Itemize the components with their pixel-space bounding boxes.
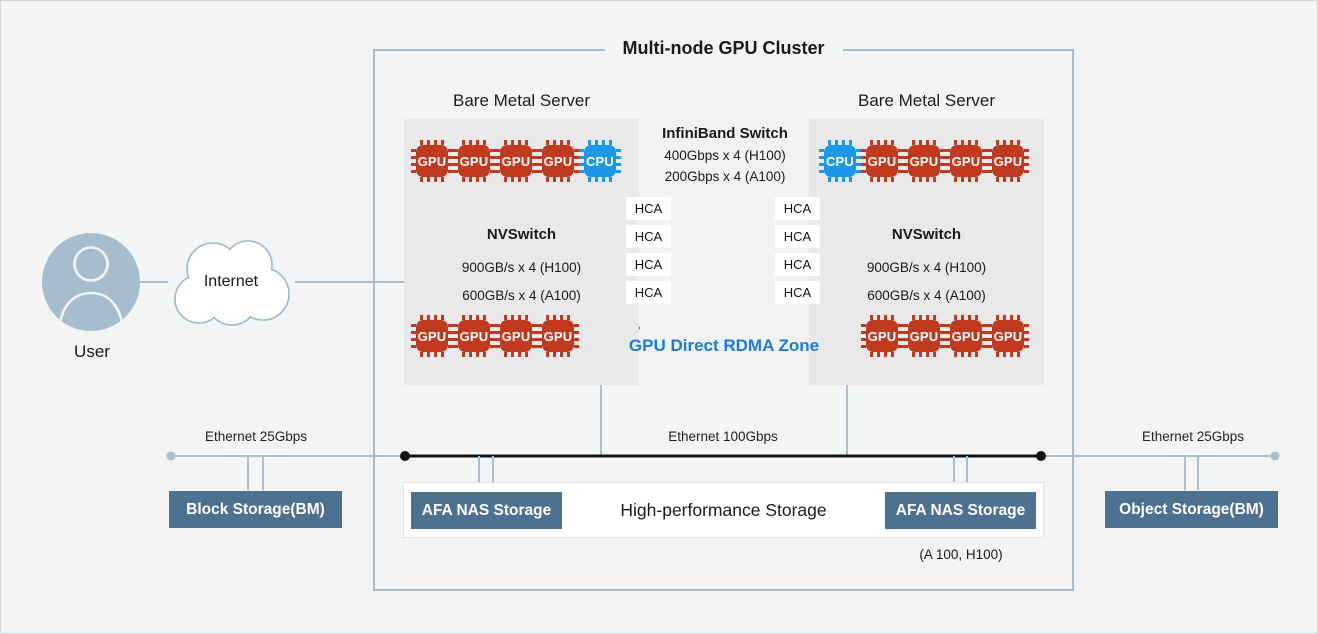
gpu-chip: GPU xyxy=(411,140,453,182)
internet-cloud-icon xyxy=(174,240,290,326)
cluster-title: Multi-node GPU Cluster xyxy=(604,38,843,59)
gpu-chip: GPU xyxy=(987,315,1029,357)
gpu-chip: GPU xyxy=(453,140,495,182)
cpu-chip: CPU xyxy=(579,140,621,182)
gpu-chip: GPU xyxy=(945,140,987,182)
chip-row: CPU GPU GPU GPU GPU xyxy=(819,140,1029,182)
storage-note: (A 100, H100) xyxy=(919,547,1003,562)
chip-row: GPU GPU GPU GPU xyxy=(861,315,1029,357)
nvswitch-left-title: NVSwitch xyxy=(486,226,557,243)
gpu-chip: GPU xyxy=(495,140,537,182)
infiniband-zone xyxy=(640,119,809,385)
gpu-chip: GPU xyxy=(411,315,453,357)
afa-nas-storage-right-box: AFA NAS Storage xyxy=(885,492,1036,529)
nvswitch-right-speed1: 900GB/s x 4 (H100) xyxy=(866,260,987,275)
gpu-chip: GPU xyxy=(537,140,579,182)
rdma-zone-label: GPU Direct RDMA Zone xyxy=(628,336,820,355)
nvswitch-left-speed1: 900GB/s x 4 (H100) xyxy=(461,260,582,275)
ethernet-100g-label: Ethernet 100Gbps xyxy=(668,429,778,444)
ethernet-endpoint-dot xyxy=(1270,451,1280,461)
ethernet-25g-right-label: Ethernet 25Gbps xyxy=(1141,429,1245,444)
hca-box: HCA xyxy=(626,281,671,304)
nvswitch-right-speed2: 600GB/s x 4 (A100) xyxy=(867,288,986,303)
object-storage-box: Object Storage(BM) xyxy=(1105,491,1278,528)
gpu-chip: GPU xyxy=(537,315,579,357)
user-avatar-icon xyxy=(42,233,140,331)
infiniband-speed1: 400Gbps x 4 (H100) xyxy=(664,148,786,163)
chip-row: GPU GPU GPU GPU CPU xyxy=(411,140,621,182)
gpu-chip: GPU xyxy=(861,140,903,182)
hca-box: HCA xyxy=(775,225,820,248)
chip-row: GPU GPU GPU GPU xyxy=(411,315,579,357)
hca-box: HCA xyxy=(775,197,820,220)
gpu-chip: GPU xyxy=(945,315,987,357)
server-left-title: Bare Metal Server xyxy=(453,91,590,110)
nvswitch-right-title: NVSwitch xyxy=(891,226,962,243)
afa-nas-storage-left-box: AFA NAS Storage xyxy=(411,492,562,529)
cpu-chip: CPU xyxy=(819,140,861,182)
ethernet-25g-left-label: Ethernet 25Gbps xyxy=(204,429,308,444)
internet-label: Internet xyxy=(203,273,259,290)
hca-box: HCA xyxy=(775,253,820,276)
hca-box: HCA xyxy=(626,225,671,248)
hca-box: HCA xyxy=(626,197,671,220)
high-performance-storage-title: High-performance Storage xyxy=(620,500,827,520)
hca-box: HCA xyxy=(775,281,820,304)
block-storage-box: Block Storage(BM) xyxy=(169,491,342,528)
infiniband-title: InfiniBand Switch xyxy=(662,125,788,142)
gpu-chip: GPU xyxy=(903,140,945,182)
gpu-chip: GPU xyxy=(903,315,945,357)
server-right-title: Bare Metal Server xyxy=(858,91,995,110)
gpu-chip: GPU xyxy=(453,315,495,357)
ethernet-endpoint-dot xyxy=(166,451,176,461)
infiniband-speed2: 200Gbps x 4 (A100) xyxy=(664,169,786,184)
gpu-cluster-box: Multi-node GPU Cluster xyxy=(373,38,1074,591)
gpu-chip: GPU xyxy=(861,315,903,357)
hca-box: HCA xyxy=(626,253,671,276)
gpu-chip: GPU xyxy=(987,140,1029,182)
nvswitch-left-speed2: 600GB/s x 4 (A100) xyxy=(462,288,581,303)
gpu-chip: GPU xyxy=(495,315,537,357)
user-label: User xyxy=(74,342,110,361)
